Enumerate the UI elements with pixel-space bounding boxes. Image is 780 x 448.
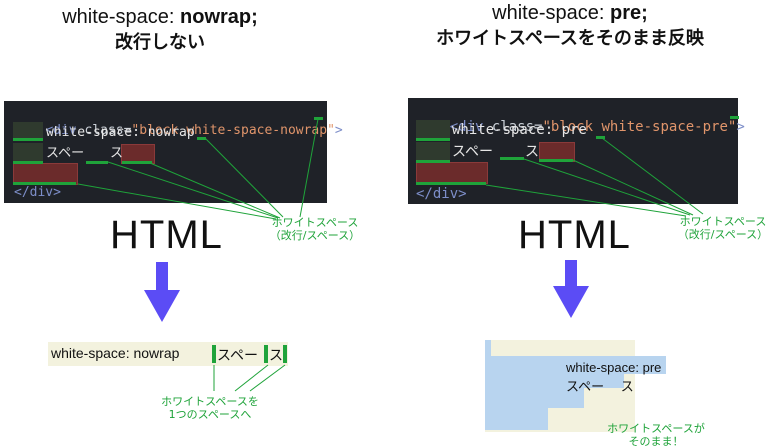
left-code-line2: white-space: nowrap [46, 125, 195, 140]
left-mark-eol2 [197, 137, 206, 140]
left-connector-8 [249, 364, 286, 392]
left-result-space2 [264, 345, 268, 363]
right-note-line1: ホワイトスペース [679, 215, 767, 228]
left-mark-indent2 [13, 138, 43, 141]
right-mark-space [539, 159, 573, 162]
right-code-value: "block white-space-pre" [542, 119, 737, 135]
right-mark-newline [416, 182, 486, 185]
right-indent-line3 [416, 142, 450, 162]
right-down-arrow-icon [553, 260, 589, 318]
left-note-line2: （改行/スペース） [269, 229, 361, 242]
left-result-space1 [212, 345, 216, 363]
right-code-note: ホワイトスペース （改行/スペース） [668, 215, 778, 241]
right-result-line2: スペー ス [566, 379, 634, 394]
left-result-box: white-space: nowrap スペー ス [48, 342, 288, 366]
right-code-close: </div> [416, 186, 467, 202]
left-mark-newline [13, 182, 76, 185]
left-result-text: white-space: nowrap [51, 345, 180, 361]
right-mark-eol2 [596, 136, 605, 139]
left-title-line2: 改行しない [115, 32, 205, 52]
right-mark-fullwidth [500, 157, 524, 160]
right-code-tag-end: > [736, 119, 745, 135]
right-result-note-line1: ホワイトスペースが [607, 422, 705, 435]
right-result-note-line2: そのまま！ [628, 435, 684, 448]
right-code-line3b: ス [525, 144, 539, 160]
right-mark-eol1 [730, 116, 739, 119]
left-result-text-c: ス [269, 347, 283, 363]
left-connector-7 [234, 364, 269, 392]
left-result-text-b: スペー [217, 347, 259, 363]
left-down-arrow-icon [144, 262, 180, 322]
left-indent-line2 [13, 122, 43, 140]
right-code-block: <div class="block white-space-pre"> whit… [408, 98, 745, 204]
right-title-bold: pre; [610, 2, 648, 24]
left-mark-space [122, 161, 152, 164]
left-html-label: HTML [110, 213, 223, 257]
left-code-line1: <div class="block white-space-nowrap"> [14, 104, 343, 158]
left-title: white-space: nowrap; 改行しない [20, 4, 300, 54]
right-indent-line2 [416, 120, 450, 140]
left-note-line1: ホワイトスペース [271, 216, 359, 229]
left-code-tag: <div [45, 123, 85, 138]
left-title-line1: white-space: nowrap; [20, 4, 300, 30]
right-result-note: ホワイトスペースが そのまま！ [596, 422, 716, 448]
right-mark-indent2 [416, 138, 450, 141]
right-result-whitespace-shape [485, 340, 666, 430]
right-code-line2: white-space: pre [452, 122, 587, 138]
left-title-prefix: white-space: [62, 6, 181, 28]
left-result-space3 [283, 345, 287, 363]
right-newline-highlight [416, 162, 488, 184]
right-title-line1: white-space: pre; [400, 0, 740, 26]
left-code-note: ホワイトスペース （改行/スペース） [265, 216, 365, 242]
left-mark-eol1 [314, 117, 323, 120]
right-code-line3a: スペー [452, 144, 494, 160]
left-title-bold: nowrap; [180, 6, 258, 28]
left-code-block: <div class="block white-space-nowrap"> w… [4, 101, 343, 203]
left-code-line3b: ス [110, 146, 124, 161]
left-code-tag-end: > [334, 123, 343, 138]
left-result-note: ホワイトスペースを 1つのスペースへ [150, 395, 270, 421]
left-indent-line3 [13, 143, 43, 161]
right-title-line2: ホワイトスペースをそのまま反映 [436, 28, 704, 48]
left-mark-fullwidth [86, 161, 108, 164]
left-code-close: </div> [14, 185, 61, 200]
right-title: white-space: pre; ホワイトスペースをそのまま反映 [400, 0, 740, 50]
left-result-note-line2: 1つのスペースへ [168, 408, 252, 421]
right-note-line2: （改行/スペース） [677, 228, 769, 241]
right-code-tag: <div [449, 119, 492, 135]
right-mark-indent3 [416, 160, 450, 163]
left-code-attr: class= [84, 123, 132, 138]
right-title-prefix: white-space: [492, 2, 611, 24]
right-result-line1: white-space: pre [566, 360, 662, 375]
left-code-line3a: スペー [46, 146, 85, 161]
left-result-note-line1: ホワイトスペースを [161, 395, 259, 408]
right-code-attr: class= [491, 119, 543, 135]
left-mark-indent3 [13, 161, 43, 164]
left-code-value: "block white-space-nowrap" [131, 123, 335, 138]
right-code-line1: <div class="block white-space-pre"> [416, 100, 745, 154]
right-html-label: HTML [518, 213, 631, 257]
